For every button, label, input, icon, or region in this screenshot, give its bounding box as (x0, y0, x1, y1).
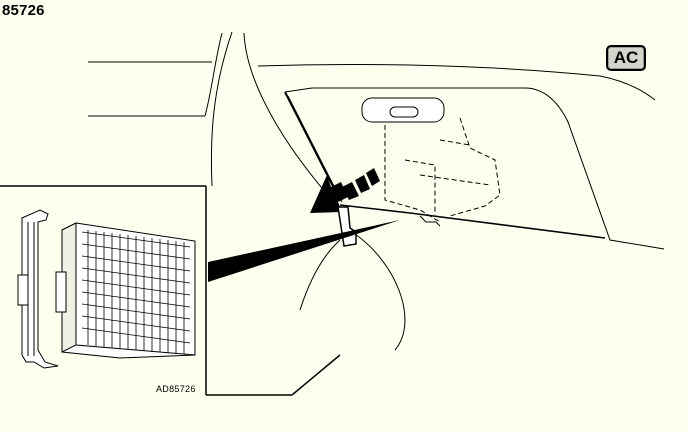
clip-latch (419, 215, 441, 227)
glovebox-handle (361, 97, 445, 123)
cabin-air-filter-icon (55, 222, 196, 359)
black-arrow-icon (310, 175, 348, 213)
dashboard-outline (88, 31, 656, 201)
side-trim (299, 231, 406, 351)
filter-retainer-clip-icon (17, 209, 59, 369)
ac-badge: AC (606, 45, 646, 71)
side-panel-clip (337, 206, 357, 247)
inset-frame (0, 185, 341, 396)
direction-dashes (342, 168, 380, 200)
glovebox-opening (284, 87, 665, 250)
hidden-filter-housing (384, 117, 501, 223)
leader-wedge (208, 220, 400, 282)
figure-number: 85726 (2, 2, 45, 19)
reference-code: AD85726 (156, 384, 196, 394)
